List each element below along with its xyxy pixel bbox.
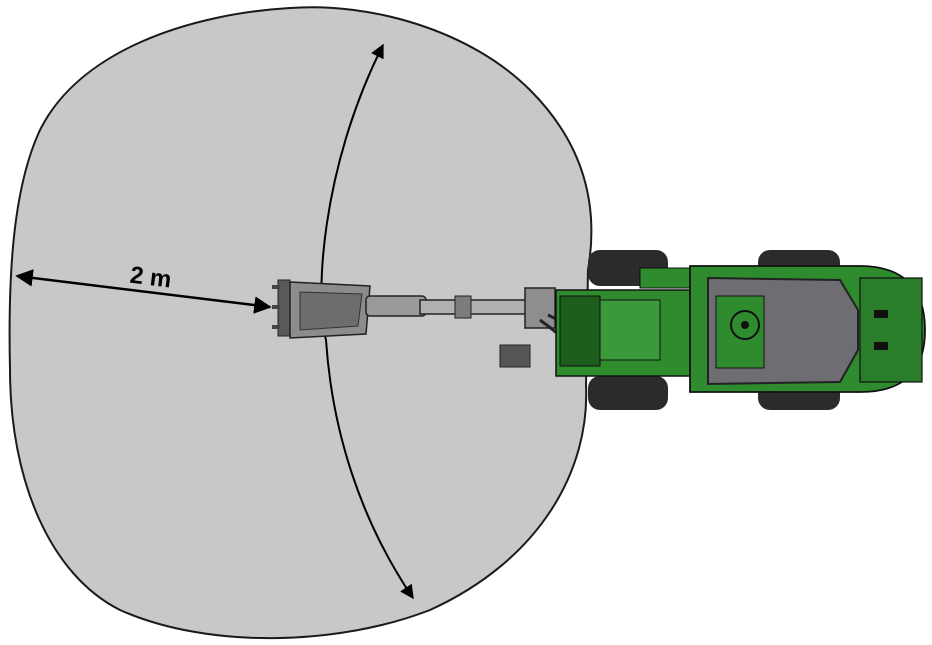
front-right-tire xyxy=(588,376,668,410)
bucket-icon xyxy=(272,279,371,339)
boom-arm-icon xyxy=(365,287,602,368)
steering-wheel-icon xyxy=(730,310,760,340)
reach-dimension-label: 2 m xyxy=(129,262,173,294)
reach-dimension-arrow xyxy=(15,269,272,314)
loader-machine-icon xyxy=(555,250,926,410)
swing-range-arrow xyxy=(320,43,414,600)
